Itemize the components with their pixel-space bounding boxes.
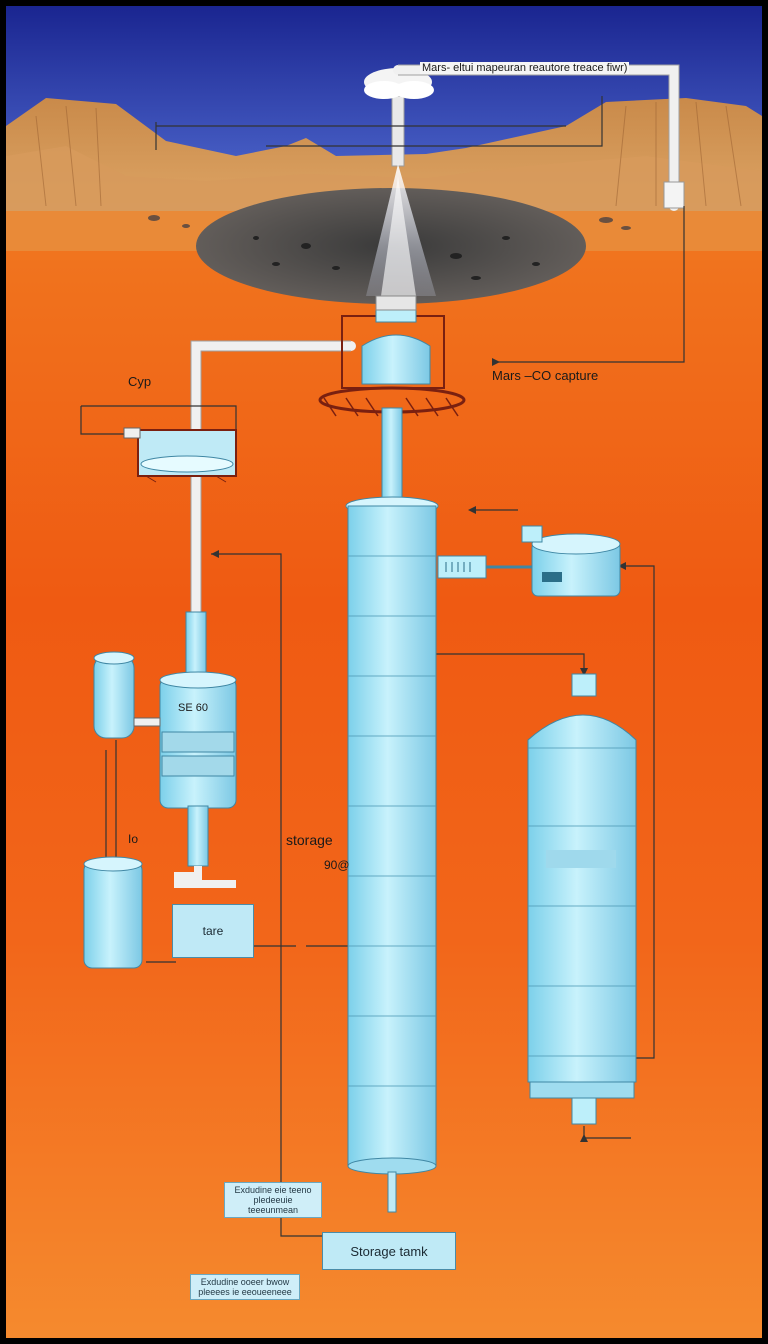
left-small-tanks	[83, 651, 161, 969]
note-lower: Exdudine ooeer bwow pleeees ie eeoueenee…	[190, 1274, 300, 1300]
storage-tank-box: Storage tamk	[322, 1232, 456, 1270]
cyp-label: Cyp	[128, 374, 152, 389]
io-label: Io	[128, 832, 139, 846]
se60-label: SE 60	[178, 702, 208, 714]
note-lower-line1: Exdudine ooeer bwow	[200, 1277, 290, 1287]
tare-unit: tare	[172, 904, 254, 958]
compressor-unit	[437, 525, 621, 597]
tare-label: tare	[202, 924, 224, 938]
co2-capture-label: Mars –CO capture	[492, 368, 599, 383]
storage-sub-label: 90@	[324, 858, 350, 872]
process-lines	[80, 96, 685, 1237]
storage-tank-label: Storage tamk	[350, 1243, 428, 1259]
note-lower-line2: pleeees ie eeoueeneee	[198, 1287, 292, 1297]
note-upper: Exdudine eie teeno pledeeuie teeeunmean	[224, 1182, 322, 1218]
left-reactor	[159, 611, 237, 888]
storage-label: storage	[286, 832, 333, 848]
main-column	[345, 496, 439, 1213]
diagram-canvas: Mars- eltui mapeuran reautore treace fiw…	[6, 6, 762, 1338]
top-flow-label: Mars- eltui mapeuran reautore treace fiw…	[420, 62, 630, 74]
wellhead-assembly	[318, 305, 466, 499]
note-upper-line1: Exdudine eie teeno	[234, 1185, 312, 1195]
note-upper-line2: pledeeuie teeeunmean	[247, 1195, 299, 1215]
left-separator	[123, 427, 237, 483]
mars-landscape	[6, 6, 762, 1240]
right-storage-tank	[527, 673, 637, 1125]
